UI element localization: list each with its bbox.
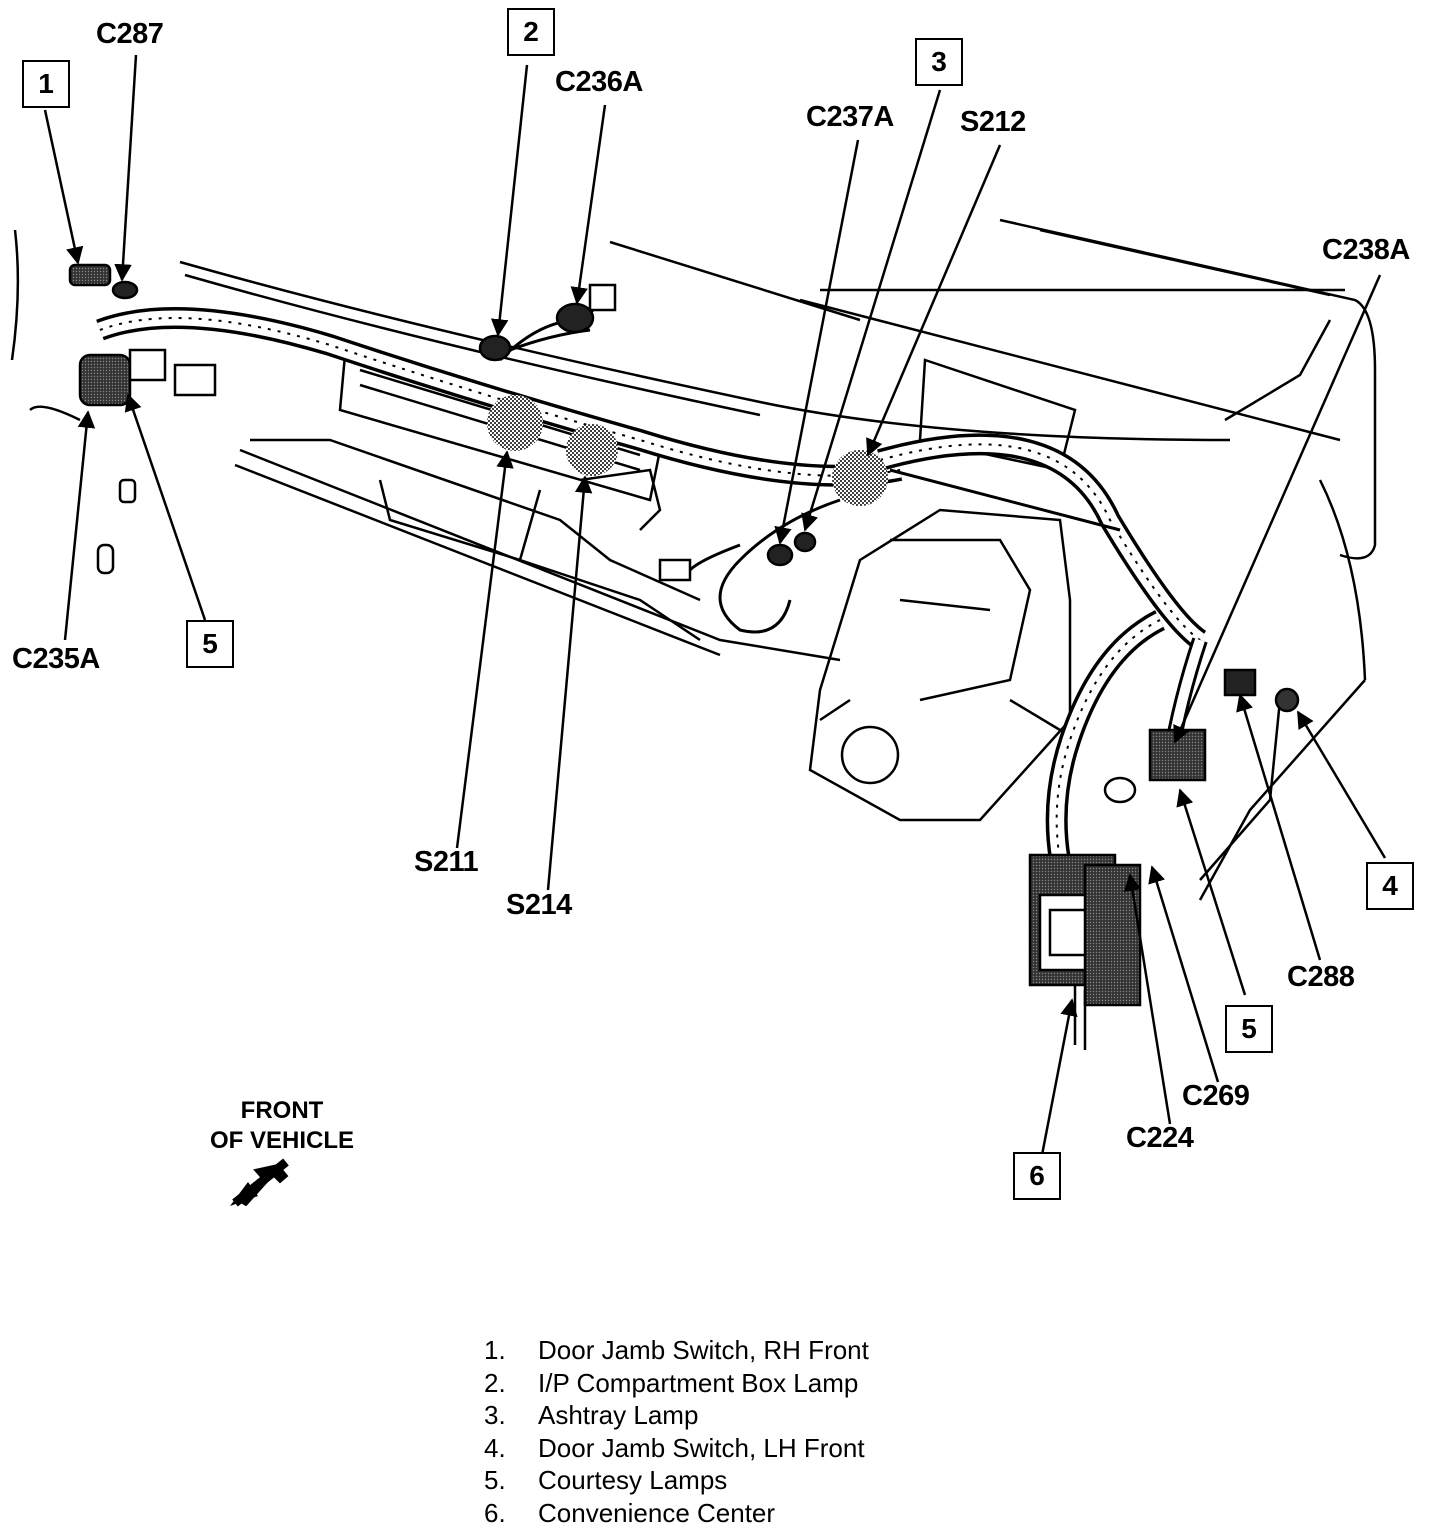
legend-item: 2. I/P Compartment Box Lamp (484, 1367, 869, 1400)
legend-number: 6. (484, 1497, 538, 1529)
front-of-vehicle-label: FRONT OF VEHICLE (200, 1096, 364, 1156)
legend-item: 4. Door Jamb Switch, LH Front (484, 1432, 869, 1465)
legend-number: 2. (484, 1367, 538, 1400)
label-c287: C287 (96, 20, 163, 49)
label-c238a: C238A (1322, 236, 1410, 265)
label-c236a: C236A (555, 68, 643, 97)
legend-text: Ashtray Lamp (538, 1399, 698, 1432)
main-harness (100, 318, 1200, 860)
legend-item: 3. Ashtray Lamp (484, 1399, 869, 1432)
legend-text: Convenience Center (538, 1497, 775, 1529)
label-c237a: C237A (806, 103, 894, 132)
component-legend: 1. Door Jamb Switch, RH Front 2. I/P Com… (484, 1334, 869, 1529)
label-s211: S211 (414, 848, 478, 877)
label-c269: C269 (1182, 1082, 1249, 1111)
callout-3: 3 (915, 38, 963, 86)
legend-item: 6. Convenience Center (484, 1497, 869, 1529)
legend-text: Door Jamb Switch, LH Front (538, 1432, 865, 1465)
leader-arrows (45, 55, 1385, 1155)
callout-5-left: 5 (186, 620, 234, 668)
label-c235a: C235A (12, 645, 100, 674)
legend-number: 3. (484, 1399, 538, 1432)
label-s212: S212 (960, 108, 1026, 137)
callout-5-right: 5 (1225, 1005, 1273, 1053)
legend-text: Door Jamb Switch, RH Front (538, 1334, 869, 1367)
callout-4: 4 (1366, 862, 1414, 910)
legend-text: I/P Compartment Box Lamp (538, 1367, 858, 1400)
callout-2: 2 (507, 8, 555, 56)
legend-number: 5. (484, 1464, 538, 1497)
front-line-2: OF VEHICLE (200, 1126, 364, 1156)
callout-6: 6 (1013, 1152, 1061, 1200)
legend-item: 1. Door Jamb Switch, RH Front (484, 1334, 869, 1367)
label-c288: C288 (1287, 963, 1354, 992)
legend-item: 5. Courtesy Lamps (484, 1464, 869, 1497)
convenience-center (1030, 855, 1140, 1050)
callout-1: 1 (22, 60, 70, 108)
label-c224: C224 (1126, 1124, 1193, 1153)
legend-text: Courtesy Lamps (538, 1464, 727, 1497)
front-line-1: FRONT (200, 1096, 364, 1126)
label-s214: S214 (506, 891, 572, 920)
legend-number: 1. (484, 1334, 538, 1367)
legend-number: 4. (484, 1432, 538, 1465)
